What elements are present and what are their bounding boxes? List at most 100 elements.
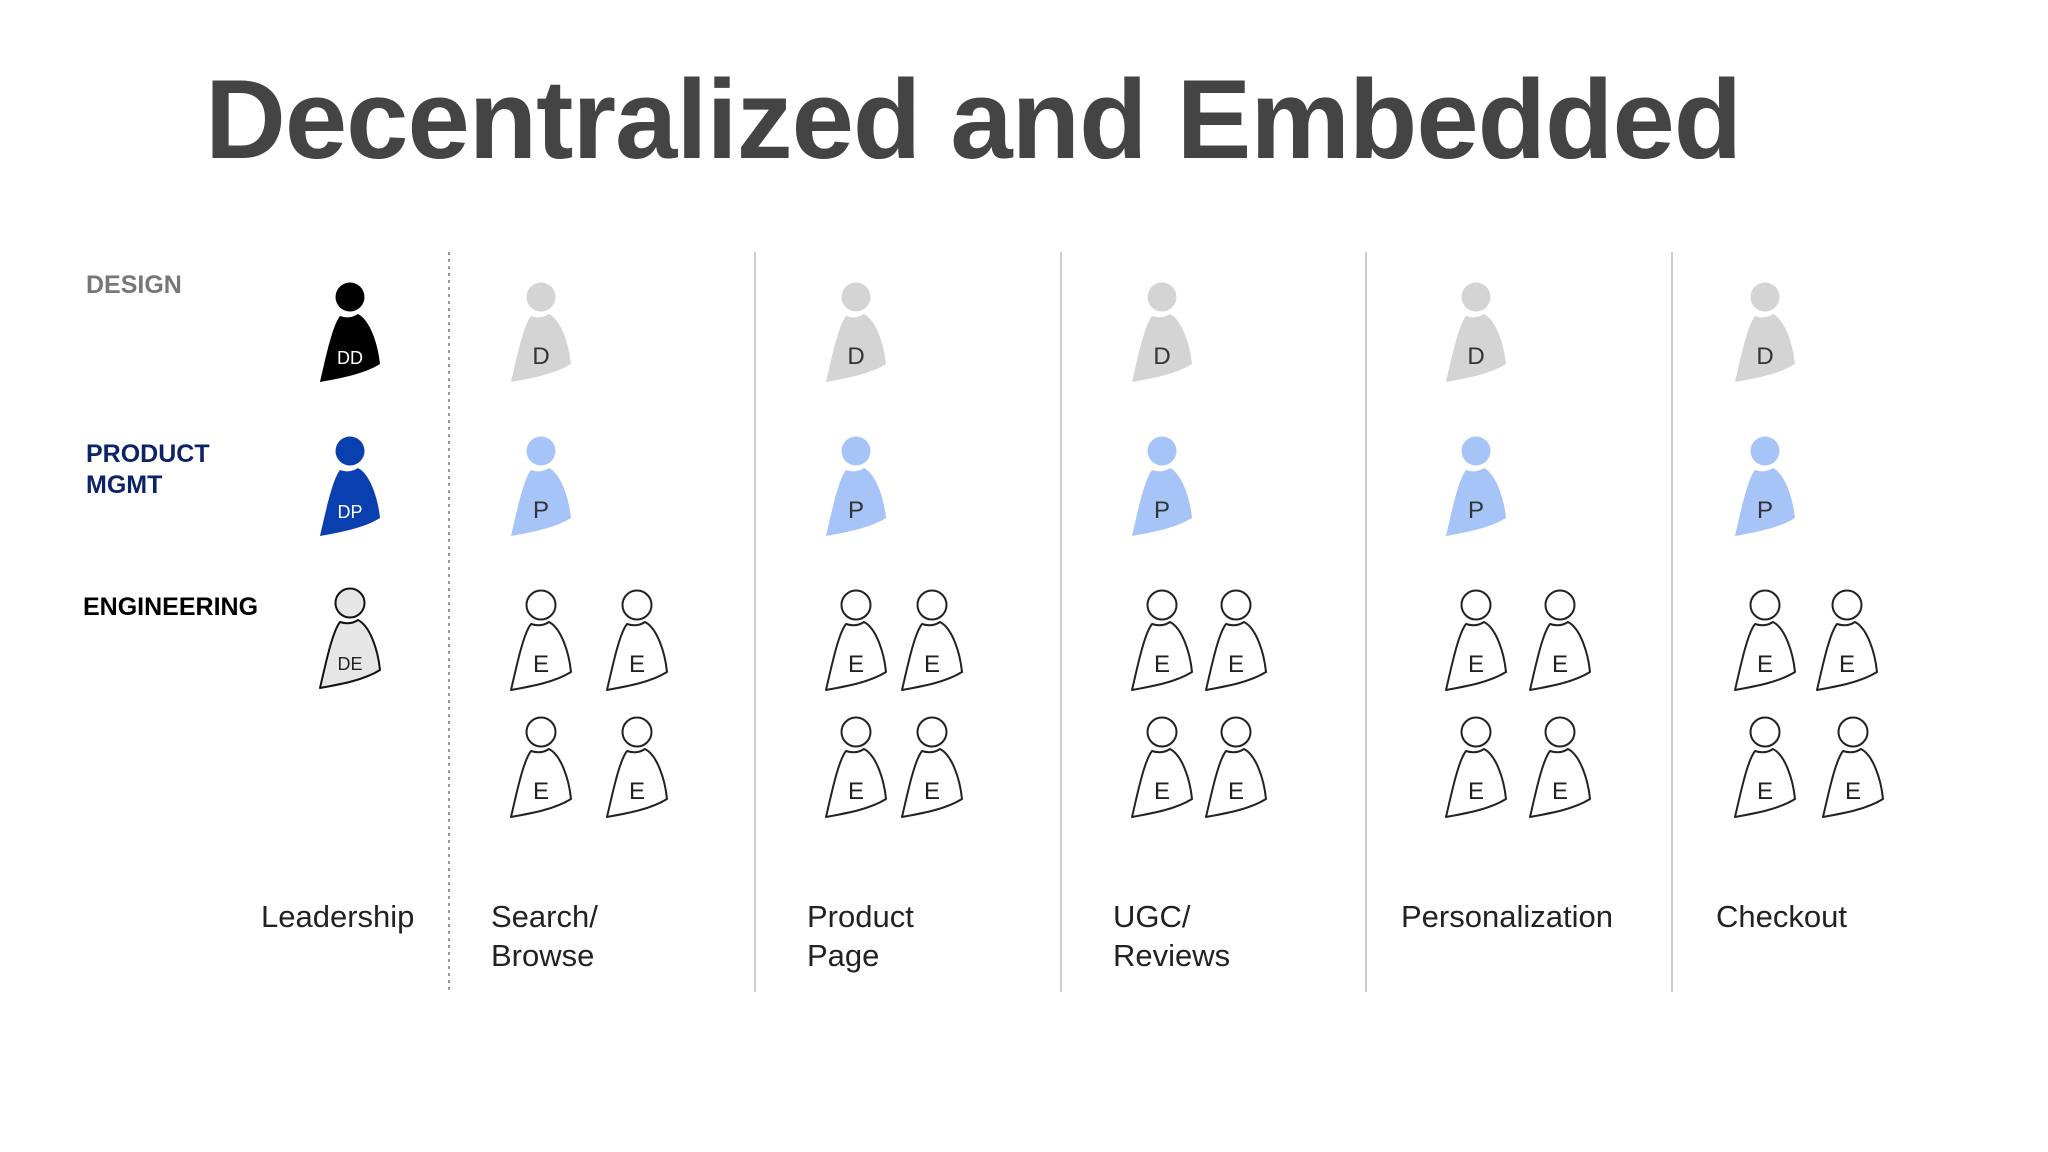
engineer-icon: E: [1734, 716, 1796, 818]
engineer-icon: E: [510, 589, 572, 691]
person-letter: E: [533, 778, 549, 805]
person-body: [1734, 748, 1796, 818]
person-letter: E: [629, 651, 645, 678]
role-label-design: DESIGN: [86, 271, 182, 299]
person-body: [825, 748, 887, 818]
person-head: [1837, 716, 1869, 748]
person-body: [1735, 468, 1795, 536]
engineer-icon: E: [1529, 716, 1591, 818]
engineer-icon: E: [606, 716, 668, 818]
person-head: [1220, 589, 1252, 621]
person-head: [1460, 716, 1492, 748]
product-manager-icon: P: [511, 436, 571, 536]
person-head: [841, 436, 871, 466]
engineer-icon: E: [1529, 589, 1591, 691]
engineer-icon: E: [1131, 716, 1193, 818]
person-letter: E: [1468, 651, 1484, 678]
person-head: [1750, 282, 1780, 312]
person-head: [1147, 282, 1177, 312]
person-body: [826, 314, 886, 382]
person-head: [916, 716, 948, 748]
person-letter: E: [1154, 651, 1170, 678]
person-head: [840, 589, 872, 621]
engineer-icon: E: [825, 716, 887, 818]
person-body: [1131, 748, 1193, 818]
person-head: [1147, 436, 1177, 466]
person-head: [840, 716, 872, 748]
person-head: [621, 716, 653, 748]
person-letter: P: [1154, 497, 1170, 524]
person-letter: D: [1467, 343, 1484, 370]
leader-product-icon: DP: [320, 436, 380, 536]
column-label-leadership: Leadership: [261, 899, 415, 934]
person-body: [1446, 314, 1506, 382]
person-head: [526, 436, 556, 466]
person-head: [526, 282, 556, 312]
person-head: [916, 589, 948, 621]
person-body: [901, 621, 963, 691]
person-letter: P: [1468, 497, 1484, 524]
person-body: [511, 314, 571, 382]
person-letter: E: [629, 778, 645, 805]
person-head: [1749, 589, 1781, 621]
person-letter: E: [1228, 778, 1244, 805]
person-letter: P: [848, 497, 864, 524]
person-body: [510, 748, 572, 818]
person-body: [1205, 748, 1267, 818]
engineer-icon: E: [1205, 716, 1267, 818]
person-head: [1146, 716, 1178, 748]
column-label-team: Personalization: [1401, 899, 1613, 934]
person-letter: DP: [337, 502, 362, 522]
person-body: [1529, 621, 1591, 691]
person-letter: E: [1468, 778, 1484, 805]
designer-icon: D: [1735, 282, 1795, 382]
person-letter: E: [1845, 778, 1861, 805]
person-body: [1131, 621, 1193, 691]
person-letter: E: [1154, 778, 1170, 805]
engineer-icon: E: [1131, 589, 1193, 691]
product-manager-icon: P: [1446, 436, 1506, 536]
person-letter: E: [1757, 651, 1773, 678]
person-body: [510, 621, 572, 691]
person-head: [1146, 589, 1178, 621]
engineer-icon: E: [901, 589, 963, 691]
person-body: [511, 468, 571, 536]
designer-icon: D: [511, 282, 571, 382]
product-manager-icon: P: [1735, 436, 1795, 536]
designer-icon: D: [1446, 282, 1506, 382]
engineer-icon: E: [825, 589, 887, 691]
person-body: [320, 314, 380, 382]
person-letter: E: [924, 651, 940, 678]
column-label-team: UGC/ Reviews: [1113, 899, 1231, 973]
person-letter: D: [1756, 343, 1773, 370]
person-body: [1816, 621, 1878, 691]
person-head: [1749, 716, 1781, 748]
person-letter: D: [532, 343, 549, 370]
person-head: [1750, 436, 1780, 466]
person-head: [525, 716, 557, 748]
person-body: [1445, 621, 1507, 691]
person-head: [1460, 589, 1492, 621]
designer-icon: D: [826, 282, 886, 382]
column-label-team: Checkout: [1716, 899, 1847, 934]
person-head: [841, 282, 871, 312]
person-body: [826, 468, 886, 536]
person-body: [1132, 314, 1192, 382]
leader-engineering-icon: DE: [319, 587, 381, 689]
person-body: [825, 621, 887, 691]
person-letter: E: [848, 778, 864, 805]
person-head: [1461, 436, 1491, 466]
person-letter: D: [847, 343, 864, 370]
person-body: [606, 621, 668, 691]
engineer-icon: E: [1445, 589, 1507, 691]
person-body: [319, 619, 381, 689]
person-head: [334, 587, 366, 619]
person-letter: E: [1757, 778, 1773, 805]
person-letter: E: [533, 651, 549, 678]
person-head: [1831, 589, 1863, 621]
person-letter: E: [1552, 778, 1568, 805]
person-letter: E: [1228, 651, 1244, 678]
person-body: [1529, 748, 1591, 818]
